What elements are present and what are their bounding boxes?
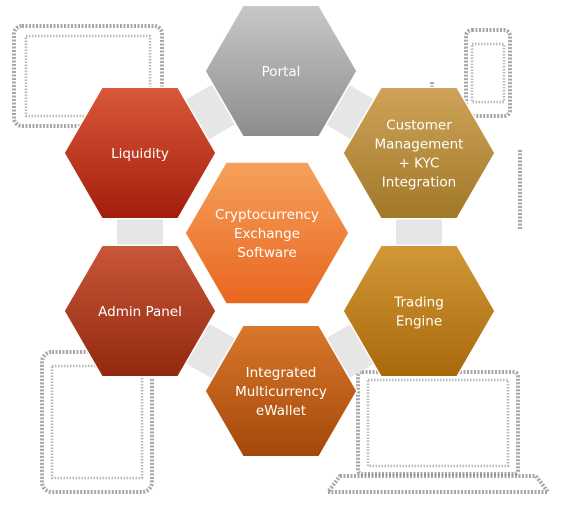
hexagon-label-customer: Customer [386,118,452,134]
hexagon-label-wallet: eWallet [256,403,306,419]
hexagon-label-center: Exchange [234,226,300,242]
hexagon-shape-admin [63,244,217,378]
hexagon-label-customer: + KYC [399,156,440,172]
hexagon-label-center: Cryptocurrency [215,207,319,223]
hexagon-liquidity: Liquidity [63,86,217,220]
hexagon-shape-portal [204,4,358,138]
hexagon-admin: Admin Panel [63,244,217,378]
laptop-sketch-icon [324,370,552,494]
hexagon-portal: Portal [204,4,358,138]
phone-sketch-icon [464,28,512,118]
hexagon-label-admin: Admin Panel [98,304,182,320]
hexagon-shape-trading [342,244,496,378]
monitor-sketch-icon [12,24,164,128]
hexagon-label-wallet: Multicurrency [235,384,327,400]
hexagon-shape-customer [342,86,496,220]
hexagon-label-portal: Portal [262,64,301,80]
hexagon-label-wallet: Integrated [246,365,317,381]
hexagon-label-liquidity: Liquidity [111,146,169,162]
hexagon-label-trading: Engine [396,314,442,330]
hexagon-label-customer: Management [375,137,464,153]
hexagon-shape-center [184,161,350,305]
hexagon-shape-liquidity [63,86,217,220]
hexagon-shape-wallet [204,324,358,458]
hexagon-label-center: Software [237,245,297,261]
hexagon-label-trading: Trading [393,295,444,311]
device-sketches [12,24,552,494]
hexagon-label-customer: Integration [382,175,456,191]
